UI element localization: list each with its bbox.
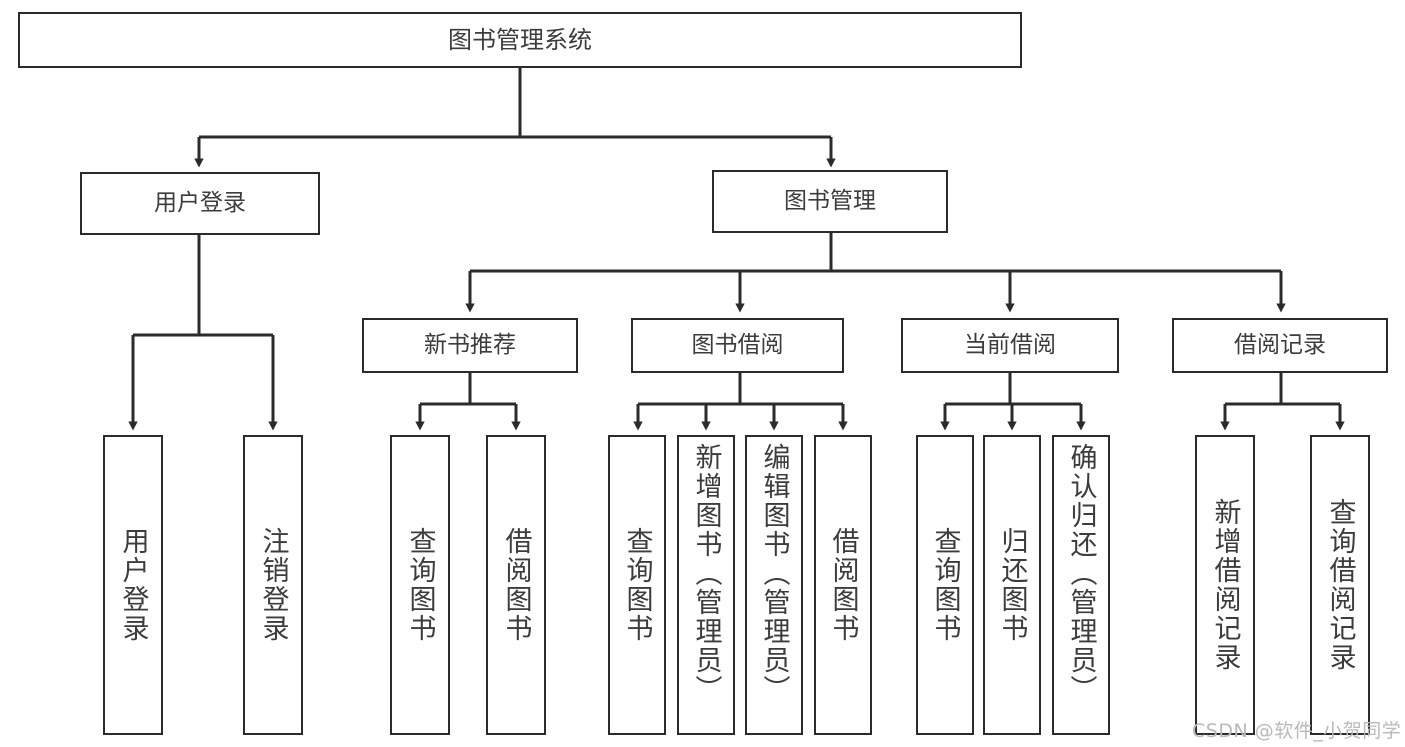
- node-label: 图书借阅: [691, 332, 784, 358]
- leaf-borrow-query-book[interactable]: 查询图书: [608, 435, 666, 735]
- leaf-user-login-signin[interactable]: 用户登录: [103, 435, 163, 735]
- node-user-login[interactable]: 用户登录: [80, 172, 320, 235]
- node-label: 新书推荐: [424, 332, 516, 358]
- leaf-borrow-edit-book-admin[interactable]: 编辑图书（管理员）: [745, 435, 803, 735]
- node-label: 查询图书: [929, 527, 961, 643]
- leaf-current-query-book[interactable]: 查询图书: [916, 435, 974, 735]
- leaf-record-add-borrow-record[interactable]: 新增借阅记录: [1195, 435, 1255, 735]
- leaf-borrow-add-book-admin[interactable]: 新增图书（管理员）: [677, 435, 735, 735]
- node-label: 当前借阅: [964, 332, 1056, 358]
- node-label: 借阅记录: [1234, 332, 1326, 358]
- node-label: 查询借阅记录: [1324, 498, 1356, 672]
- node-label: 用户登录: [117, 527, 149, 643]
- node-root-library-system[interactable]: 图书管理系统: [18, 12, 1022, 68]
- node-label: 查询图书: [404, 527, 436, 643]
- leaf-borrow-borrow-book[interactable]: 借阅图书: [814, 435, 872, 735]
- leaf-current-confirm-return-admin[interactable]: 确认归还（管理员）: [1052, 435, 1110, 735]
- node-label: 用户登录: [154, 190, 246, 216]
- node-book-borrow[interactable]: 图书借阅: [631, 318, 844, 373]
- node-current-borrow[interactable]: 当前借阅: [901, 318, 1119, 373]
- node-label: 查询图书: [621, 527, 653, 643]
- node-label: 新增图书（管理员）: [690, 443, 722, 704]
- leaf-recommend-borrow-book[interactable]: 借阅图书: [486, 435, 546, 735]
- node-label: 借阅图书: [827, 527, 859, 643]
- node-label: 注销登录: [257, 527, 289, 643]
- node-book-management[interactable]: 图书管理: [712, 170, 948, 233]
- node-label: 图书管理: [784, 188, 876, 214]
- watermark-text: CSDN @软件_小贺同学: [1192, 720, 1402, 742]
- node-label: 借阅图书: [500, 527, 532, 643]
- node-new-book-recommend[interactable]: 新书推荐: [362, 318, 578, 373]
- leaf-user-login-signout[interactable]: 注销登录: [243, 435, 303, 735]
- leaf-recommend-query-book[interactable]: 查询图书: [390, 435, 450, 735]
- node-borrow-record[interactable]: 借阅记录: [1172, 318, 1388, 373]
- node-label: 编辑图书（管理员）: [758, 443, 790, 704]
- node-label: 新增借阅记录: [1209, 498, 1241, 672]
- node-label: 归还图书: [996, 527, 1028, 643]
- node-label: 图书管理系统: [448, 26, 592, 54]
- leaf-current-return-book[interactable]: 归还图书: [983, 435, 1041, 735]
- leaf-record-query-borrow-record[interactable]: 查询借阅记录: [1310, 435, 1370, 735]
- node-label: 确认归还（管理员）: [1065, 443, 1097, 704]
